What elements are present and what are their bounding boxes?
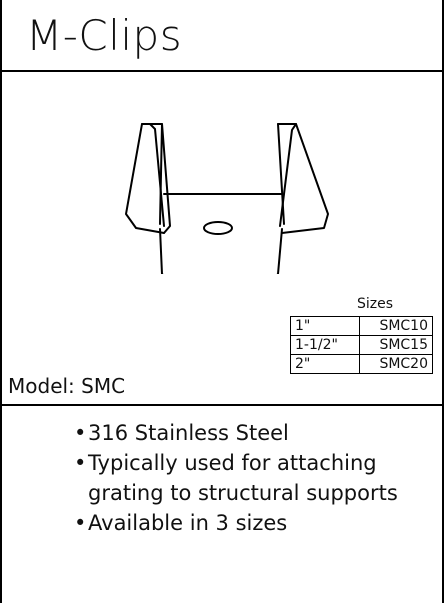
model-label: Model: SMC <box>8 374 126 398</box>
page-title: M-Clips <box>2 0 442 72</box>
list-item: 316 Stainless Steel <box>74 418 434 448</box>
list-item: Available in 3 sizes <box>74 508 434 538</box>
sizes-table: 1" SMC10 1-1/2" SMC15 2" SMC20 <box>290 316 433 374</box>
model-cell: SMC15 <box>359 335 433 355</box>
m-clip-drawing-icon <box>125 123 329 274</box>
product-figure: Sizes 1" SMC10 1-1/2" SMC15 2" SMC20 Mod… <box>2 74 442 406</box>
table-row: 1" SMC10 <box>290 316 433 336</box>
model-cell: SMC20 <box>359 354 433 374</box>
feature-list: 316 Stainless Steel Typically used for a… <box>74 418 434 538</box>
size-cell: 1-1/2" <box>290 335 360 355</box>
table-row: 1-1/2" SMC15 <box>290 335 433 355</box>
sizes-caption: Sizes <box>357 296 394 312</box>
list-item: Typically used for attaching grating to … <box>74 448 434 508</box>
model-cell: SMC10 <box>359 316 433 336</box>
table-row: 2" SMC20 <box>290 354 433 374</box>
size-cell: 1" <box>290 316 360 336</box>
size-cell: 2" <box>290 354 360 374</box>
